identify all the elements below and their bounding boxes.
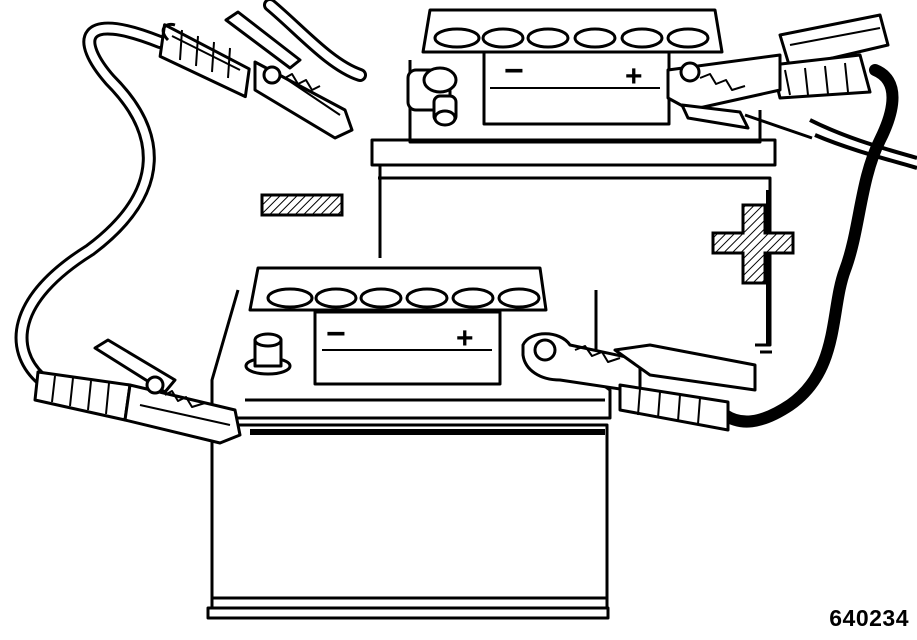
front-battery-plus-label: + bbox=[456, 322, 474, 355]
clamp-top-right bbox=[666, 13, 890, 130]
positive-symbol bbox=[711, 203, 795, 285]
front-battery-negative-post bbox=[244, 332, 292, 376]
clamp-bottom-left bbox=[33, 338, 242, 445]
front-battery-minus-label: − bbox=[326, 315, 346, 353]
rear-battery-minus-label: − bbox=[504, 52, 524, 90]
front-battery: − + bbox=[206, 266, 612, 620]
positive-jumper-cable bbox=[719, 64, 917, 428]
rear-battery-cells bbox=[433, 27, 710, 49]
rear-battery: − + bbox=[370, 8, 777, 354]
rear-battery-plus-label: + bbox=[625, 60, 643, 93]
rear-battery-lid bbox=[370, 138, 777, 167]
front-battery-body bbox=[210, 423, 609, 617]
negative-jumper-cable bbox=[14, 0, 367, 385]
front-battery-terminal-plate bbox=[313, 310, 502, 386]
clamp-bottom-right bbox=[521, 332, 757, 432]
rear-battery-negative-post bbox=[406, 66, 458, 127]
figure-reference-code: 640234 bbox=[829, 605, 909, 631]
clamp-top-left bbox=[158, 10, 354, 140]
front-battery-cells bbox=[266, 287, 541, 309]
negative-symbol bbox=[260, 193, 344, 217]
